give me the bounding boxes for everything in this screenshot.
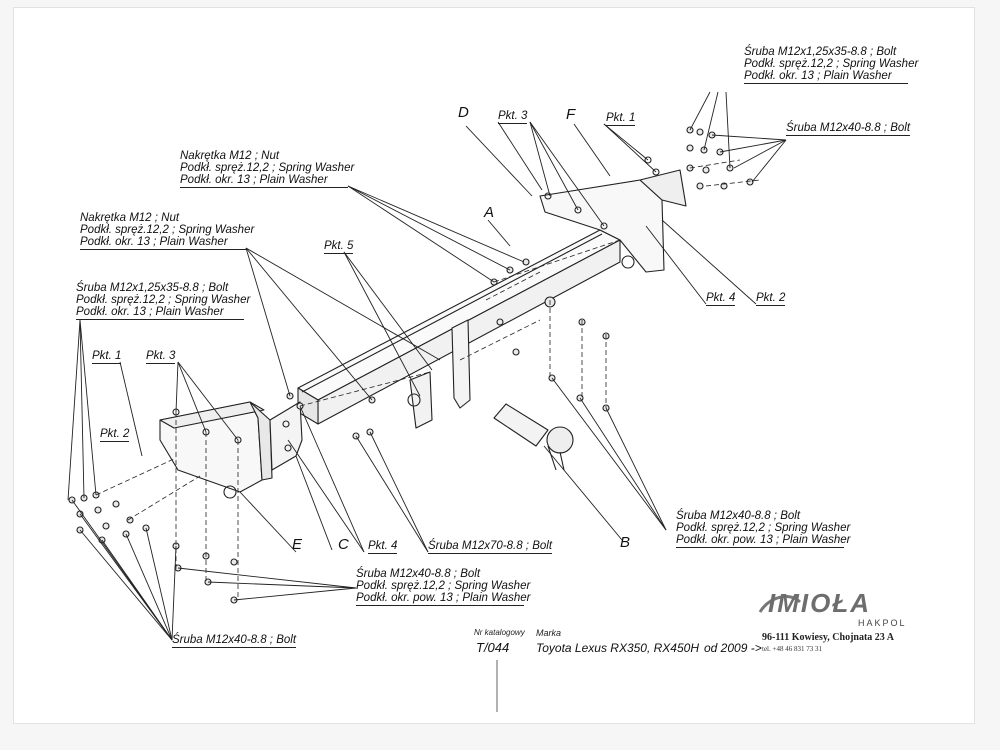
logo-swoosh bbox=[758, 595, 802, 613]
company-address: 96-111 Kowiesy, Chojnata 23 A bbox=[762, 632, 894, 643]
label-center-lower-bolt: Śruba M12x40-8.8 ; Bolt Podkł. spręż.12,… bbox=[356, 568, 531, 606]
label-bolt-70: Śruba M12x70-8.8 ; Bolt bbox=[428, 540, 553, 554]
catalog-caption: Nr katalogowy bbox=[474, 628, 525, 637]
plain-washer-spec: Podkł. okr. pow. 13 ; Plain Washer bbox=[676, 534, 851, 548]
production-years: od 2009 -> bbox=[704, 641, 762, 655]
leader-lines bbox=[67, 91, 787, 641]
label-pkt2-right: Pkt. 2 bbox=[756, 292, 786, 306]
label-pkt4-bottom: Pkt. 4 bbox=[368, 540, 398, 554]
spring-washer-spec: Podkł. spręż.12,2 ; Spring Washer bbox=[80, 224, 255, 236]
label-left-bolt: Śruba M12x1,25x35-8.8 ; Bolt Podkł. sprę… bbox=[76, 282, 250, 320]
bolt-spec: Śruba M12x1,25x35-8.8 ; Bolt bbox=[744, 46, 897, 58]
part-letter-f: F bbox=[566, 106, 576, 123]
brand-caption: Marka bbox=[536, 628, 562, 638]
label-pkt4-right: Pkt. 4 bbox=[706, 292, 736, 306]
bracket-right bbox=[539, 156, 687, 273]
center-hangers bbox=[407, 319, 471, 429]
bolt-spec: Śruba M12x1,25x35-8.8 ; Bolt bbox=[76, 282, 229, 294]
label-bottom-left-bolt: Śruba M12x40-8.8 ; Bolt bbox=[172, 634, 297, 648]
part-letter-c: C bbox=[338, 536, 349, 553]
spring-washer-spec: Podkł. spręż.12,2 ; Spring Washer bbox=[744, 58, 919, 70]
bolt-spec: Śruba M12x40-8.8 ; Bolt bbox=[676, 510, 801, 522]
spring-washer-spec: Podkł. spręż.12,2 ; Spring Washer bbox=[356, 580, 531, 592]
plain-washer-spec: Podkł. okr. 13 ; Plain Washer bbox=[180, 174, 348, 188]
company-phone: tel. +48 46 831 73 31 bbox=[762, 645, 822, 653]
label-pkt3-left: Pkt. 3 bbox=[146, 350, 176, 364]
part-letter-d: D bbox=[458, 104, 469, 121]
label-pkt1-top: Pkt. 1 bbox=[606, 112, 636, 126]
towbar-exploded-diagram bbox=[67, 91, 802, 712]
label-nut-upper: Nakrętka M12 ; Nut Podkł. spręż.12,2 ; S… bbox=[180, 150, 354, 188]
catalog-number: T/044 bbox=[476, 640, 510, 655]
plain-washer-spec: Podkł. okr. pow. 13 ; Plain Washer bbox=[356, 592, 531, 606]
part-letter-a: A bbox=[484, 204, 495, 221]
label-pkt5: Pkt. 5 bbox=[324, 240, 354, 254]
alignment-lines bbox=[95, 159, 761, 600]
company-logo: IMIOŁA bbox=[768, 588, 871, 618]
drawing-sheet bbox=[14, 8, 974, 723]
bolt-spec: Śruba M12x40-8.8 ; Bolt bbox=[356, 568, 481, 580]
label-right-bolt-40: Śruba M12x40-8.8 ; Bolt bbox=[786, 122, 911, 136]
spring-washer-spec: Podkł. spręż.12,2 ; Spring Washer bbox=[76, 294, 251, 306]
label-right-lower-bolt: Śruba M12x40-8.8 ; Bolt Podkł. spręż.12,… bbox=[676, 510, 851, 548]
plain-washer-spec: Podkł. okr. 13 ; Plain Washer bbox=[80, 236, 246, 250]
vehicle-model: Toyota Lexus RX350, RX450H bbox=[536, 641, 699, 655]
label-nut-left: Nakrętka M12 ; Nut Podkł. spręż.12,2 ; S… bbox=[80, 212, 254, 250]
nut-spec: Nakrętka M12 ; Nut bbox=[180, 150, 280, 162]
nut-spec: Nakrętka M12 ; Nut bbox=[80, 212, 180, 224]
spring-washer-spec: Podkł. spręż.12,2 ; Spring Washer bbox=[180, 162, 355, 174]
company-subbrand: HAKPOL bbox=[858, 618, 907, 628]
plate-left bbox=[269, 401, 303, 471]
label-pkt3-top: Pkt. 3 bbox=[498, 110, 528, 124]
label-top-right-bolt: Śruba M12x1,25x35-8.8 ; Bolt Podkł. sprę… bbox=[744, 46, 918, 84]
plain-washer-spec: Podkł. okr. 13 ; Plain Washer bbox=[76, 306, 244, 320]
label-pkt2-left: Pkt. 2 bbox=[100, 428, 130, 442]
tow-ball bbox=[493, 403, 574, 471]
plain-washer-spec: Podkł. okr. 13 ; Plain Washer bbox=[744, 70, 908, 84]
label-pkt1-left: Pkt. 1 bbox=[92, 350, 122, 364]
spring-washer-spec: Podkł. spręż.12,2 ; Spring Washer bbox=[676, 522, 851, 534]
part-letter-b: B bbox=[620, 534, 631, 551]
part-letter-e: E bbox=[292, 536, 303, 553]
bracket-left bbox=[159, 401, 273, 499]
